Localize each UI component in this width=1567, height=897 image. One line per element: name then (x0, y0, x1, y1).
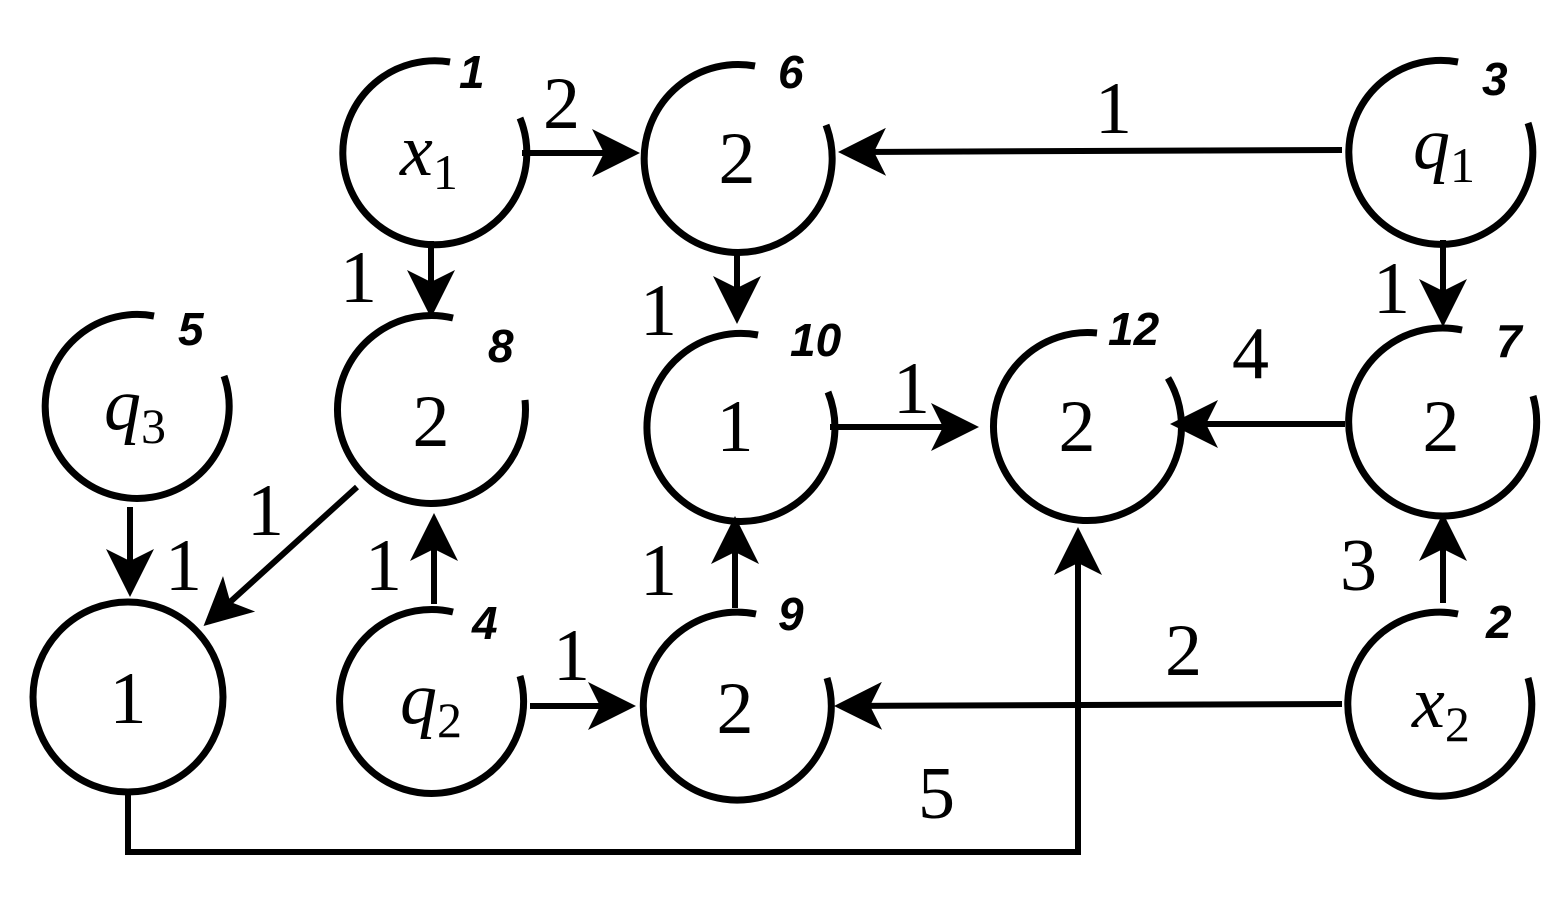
node-label-2: x2 (1411, 662, 1470, 752)
node-label-3-sub: 1 (1450, 137, 1475, 193)
weight-out-12: 5 (918, 753, 955, 835)
node-label-7: 2 (1423, 386, 1460, 468)
node-id-7: 7 (1496, 315, 1524, 367)
node-label-6: 2 (719, 118, 756, 200)
node-circle-1 (339, 57, 531, 249)
edges (106, 127, 1467, 855)
weight-2-9: 2 (1165, 610, 1202, 692)
node-circle-7 (1345, 324, 1541, 520)
edge-8-out (203, 484, 360, 627)
node-circle-10 (643, 329, 839, 525)
node-circle-8 (333, 312, 529, 507)
edge-3-6 (838, 127, 1343, 176)
node-label-5-sub: 3 (141, 398, 166, 454)
node-label-1-sub: 1 (433, 144, 458, 200)
weight-4-9: 1 (553, 615, 590, 697)
weight-4-8: 1 (365, 525, 402, 607)
node-circle-output (29, 598, 227, 796)
node-label-4-main: q (400, 658, 437, 740)
weight-1-8: 1 (340, 237, 377, 319)
node-id-4: 4 (471, 597, 498, 649)
edge-2-9 (834, 681, 1343, 730)
node-circle-9 (639, 608, 835, 804)
edge-out-12 (125, 527, 1102, 855)
node-labels: x1 x2 q1 q2 q3 2 2 2 2 1 2 1 (104, 103, 1475, 752)
node-label-3: q1 (1413, 103, 1475, 193)
weight-7-12: 4 (1232, 313, 1269, 395)
node-circle-6 (640, 60, 836, 256)
weight-9-10: 1 (640, 530, 677, 612)
weight-10-12: 1 (893, 348, 930, 430)
weight-2-7: 3 (1340, 525, 1377, 607)
node-circle-4 (336, 605, 528, 797)
weight-6-10: 1 (640, 270, 677, 352)
node-label-12: 2 (1059, 386, 1096, 468)
node-label-2-sub: 2 (1445, 696, 1470, 752)
weight-5-out: 1 (165, 525, 202, 607)
node-label-2-main: x (1411, 662, 1445, 744)
node-label-1: x1 (399, 110, 458, 200)
node-id-5: 5 (178, 303, 205, 355)
node-label-5-main: q (104, 364, 141, 446)
node-label-4-sub: 2 (437, 692, 462, 748)
node-id-6: 6 (778, 46, 804, 98)
node-label-9: 2 (717, 668, 754, 750)
node-id-10: 10 (790, 314, 842, 366)
node-id-9: 9 (778, 588, 804, 640)
node-label-5: q3 (104, 364, 166, 454)
node-id-2: 2 (1485, 596, 1512, 648)
node-id-3: 3 (1482, 53, 1508, 105)
node-label-4: q2 (400, 658, 462, 748)
node-label-output: 1 (110, 658, 147, 740)
edge-weights: 2 1 1 1 1 1 1 1 1 4 1 1 3 2 5 (165, 63, 1410, 835)
node-id-12: 12 (1108, 303, 1160, 355)
node-label-10: 1 (717, 386, 754, 468)
node-label-1-main: x (399, 110, 433, 192)
weight-1-6: 2 (543, 63, 580, 145)
node-circle-5 (41, 310, 233, 502)
weight-3-7: 1 (1373, 248, 1410, 330)
weight-3-6: 1 (1095, 68, 1132, 150)
weight-8-out: 1 (247, 470, 284, 552)
node-ids: 1 6 3 5 8 10 12 7 4 9 2 (178, 46, 1524, 649)
node-circle-3 (1345, 56, 1537, 248)
node-label-8: 2 (413, 381, 450, 463)
node-circle-2 (1344, 608, 1536, 800)
node-circle-12 (990, 329, 1185, 525)
node-label-3-main: q (1413, 103, 1450, 185)
nodes (29, 56, 1541, 804)
node-id-1: 1 (459, 46, 485, 98)
node-id-8: 8 (488, 320, 514, 372)
